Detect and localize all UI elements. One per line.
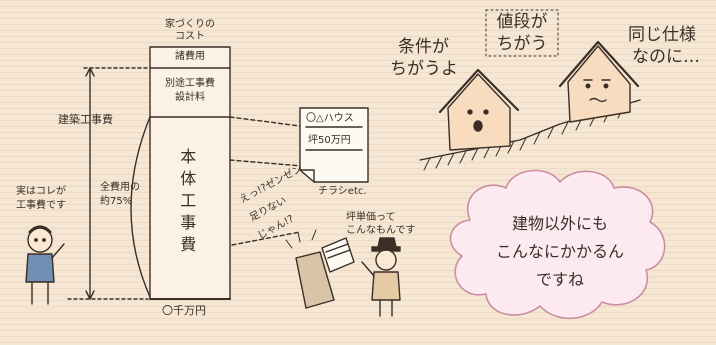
extra-work-label: 別途工事費 [165,78,215,89]
middle-label-box [485,9,559,57]
cost-title-line2: コスト [175,31,205,42]
main-body-cost-label: 本体工事費 [177,148,197,258]
total-cost-label: 〇千万円 [162,304,206,317]
arrow-head-top [85,67,95,77]
arrow-head-bottom [85,290,95,300]
flyer-company: 〇△ハウス [306,113,354,124]
left-house-bubble-line2: ちがうよ [390,59,458,79]
price-man-line1: 坪単価って [346,212,396,223]
cloud-line3: ですね [535,270,584,289]
flyer-caption: チラシetc. [318,186,367,197]
left-house [438,68,520,151]
price-man-figure [361,237,401,317]
flyer-fold [299,169,315,183]
flyer-leader-bottom [229,159,303,167]
left-man-figure [25,225,65,305]
speech-man-line1: 実はコレが [16,186,66,197]
speech-cloud [449,169,666,320]
right-house-line2: なのに… [632,47,700,67]
price-leader [231,231,301,246]
cost-title-line1: 家づくりの [165,19,215,30]
construction-cost-label: 建築工事費 [58,113,113,126]
flyer-price: 坪50万円 [308,135,351,146]
middle-label-line2: ちがう [496,34,548,54]
speech-man-line2: 工事費です [16,200,66,211]
left-house-bubble-line1: 条件が [398,37,449,57]
middle-label-line1: 値段が [496,12,548,32]
share-arc [130,116,151,298]
share-label-line1: 全費用の [100,182,140,193]
misc-cost-label: 諸費用 [175,51,205,62]
shocked-person-figure [285,229,355,309]
price-man-line2: こんなもんです [346,225,416,236]
design-fee-label: 設計料 [175,92,205,103]
cloud-line2: こんなにかかるん [495,242,624,261]
ground-hatching [423,105,625,171]
right-house [558,40,640,123]
share-label-line2: 約75% [100,196,133,207]
cloud-line1: 建物以外にも [511,214,608,233]
right-house-line1: 同じ仕様 [628,25,696,45]
flyer-leader-top [229,116,301,127]
cost-column-outline [149,46,231,300]
